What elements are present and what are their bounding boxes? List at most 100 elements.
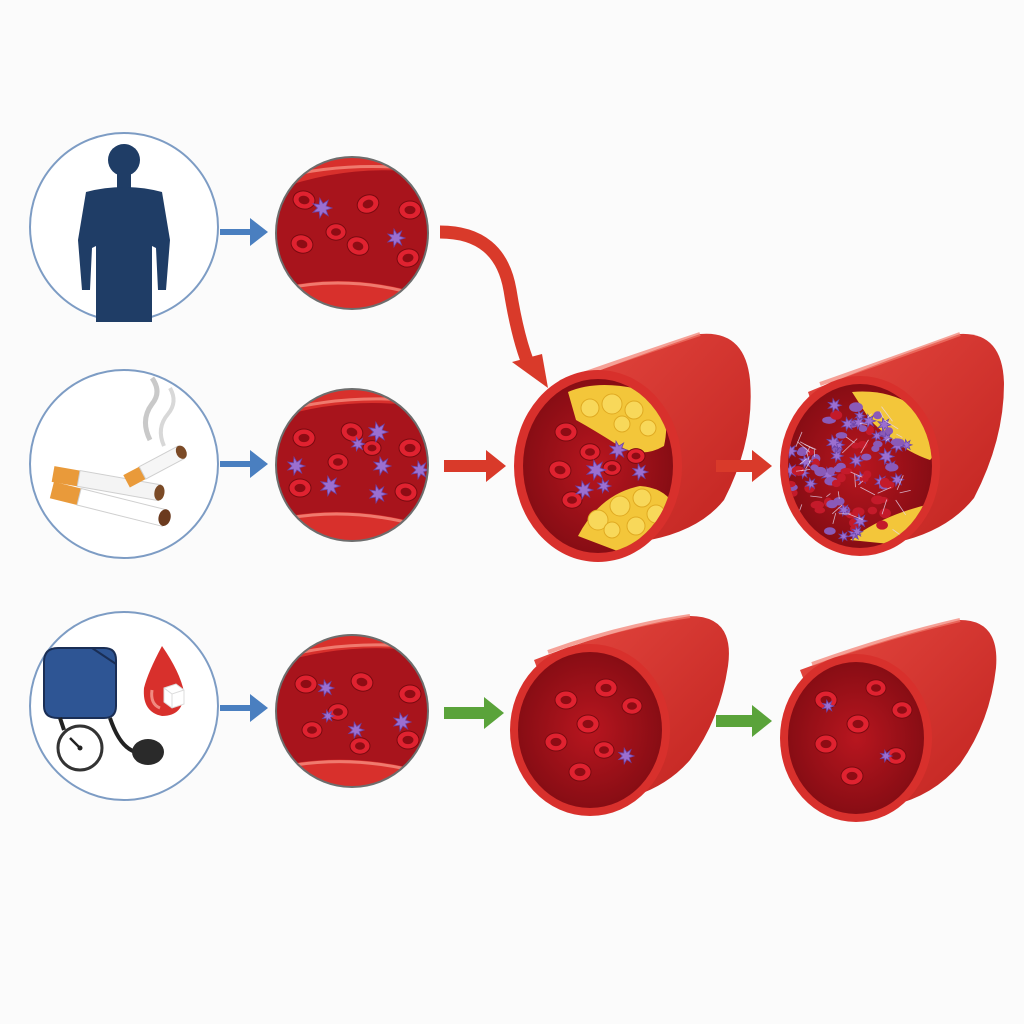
thrombus-particle [849,402,863,413]
fibrin-strand [845,436,855,444]
red-blood-cell [356,194,380,214]
fibrin-strand [850,471,863,478]
platelet [878,447,896,466]
arrow-to-plaque-vessel-straight [444,450,506,482]
red-blood-cell [346,236,370,256]
red-blood-cell [394,482,418,502]
fibrin-strand [795,431,803,448]
red-blood-cell [396,730,420,750]
platelet [804,476,818,491]
thrombus-vessel [780,332,1004,556]
platelet [386,227,407,249]
platelet [608,439,629,461]
blood-drop-sugar-icon [143,646,185,716]
fibrin-strand [799,504,803,511]
fibrin-strand [832,504,843,515]
red-blood-cell [292,428,316,448]
fibrin-strand [806,451,811,464]
platelet [827,397,843,414]
thrombus-particle [852,507,865,517]
red-blood-cell [576,714,600,734]
fibrin-strand [859,423,868,425]
red-blood-cell [292,190,316,210]
red-blood-cell [290,234,314,254]
red-blood-cell [362,440,382,456]
platelet [880,431,894,445]
red-blood-cell [349,737,371,755]
red-blood-cell [891,701,913,719]
platelet [585,459,608,481]
platelet [321,708,336,724]
platelet [788,462,800,479]
red-blood-cell [554,422,578,442]
fibrin-strand [896,475,904,491]
red-blood-cell [396,248,420,268]
thrombus-particle [861,453,872,461]
thrombus-particle [837,473,846,483]
thrombus-particle [827,467,836,476]
risk-factor-circle-smoking [29,369,219,559]
red-blood-cell [621,697,643,715]
red-blood-cell [865,679,887,697]
red-blood-cell [626,448,646,464]
thrombus-particle [885,481,895,490]
healthy-vessel-2 [780,618,997,822]
arrow-to-plaque-vessel-curved [439,225,548,388]
thrombus-particle [884,427,894,435]
thrombus-particle [824,527,836,535]
arrow-to-healthy-vessel-2 [716,705,772,737]
platelet [830,448,845,464]
red-blood-cell [548,460,572,480]
platelet [410,459,428,481]
blood-view-circle-2 [275,388,429,542]
platelet [879,748,894,764]
human-silhouette-icon [78,144,170,322]
thrombus-particle [885,463,899,472]
red-blood-cell [544,732,568,752]
platelet [319,475,342,497]
platelet [617,746,636,766]
thrombus-particle [879,508,891,519]
healthy-vessel-1 [510,614,729,816]
arrow-to-thrombus-vessel [716,450,772,482]
red-blood-cell [814,690,838,710]
red-blood-cell [568,762,592,782]
fibrin-strand [837,491,840,499]
thrombus-particle [810,500,825,509]
platelet [851,525,864,539]
risk-factor-circle-genetics [29,132,219,322]
platelet [368,483,389,505]
thrombus-particle [797,446,809,456]
thrombus-particle [840,467,853,475]
platelet [825,434,843,451]
fibrin-strand [810,495,823,498]
platelet [900,438,914,452]
platelet [347,720,366,740]
platelet [849,452,865,469]
red-blood-cell [602,460,622,476]
platelet [317,678,336,698]
fibrin-strand [841,438,858,454]
platelet [372,455,393,477]
platelet [311,197,334,219]
platelet [596,477,613,495]
red-blood-cell [288,478,312,498]
fibrin-strand [881,499,888,515]
red-blood-cell [561,491,583,509]
fibrin-strand [797,441,811,453]
fibrin-strand [796,468,811,472]
platelet [788,443,799,460]
fibrin-strand [858,480,864,486]
red-blood-cell [340,422,364,442]
platelet [840,416,856,432]
fibrin-strand [805,459,812,470]
thrombus-particle [835,432,848,439]
risk-arrow-2 [220,450,268,478]
platelet [890,472,905,488]
arrow-to-healthy-vessel [444,697,504,729]
platelet [574,479,595,501]
fibrin-strand [860,439,869,454]
red-blood-cell [554,690,578,710]
red-blood-cell [814,734,838,754]
fibrin-strand [895,499,907,516]
